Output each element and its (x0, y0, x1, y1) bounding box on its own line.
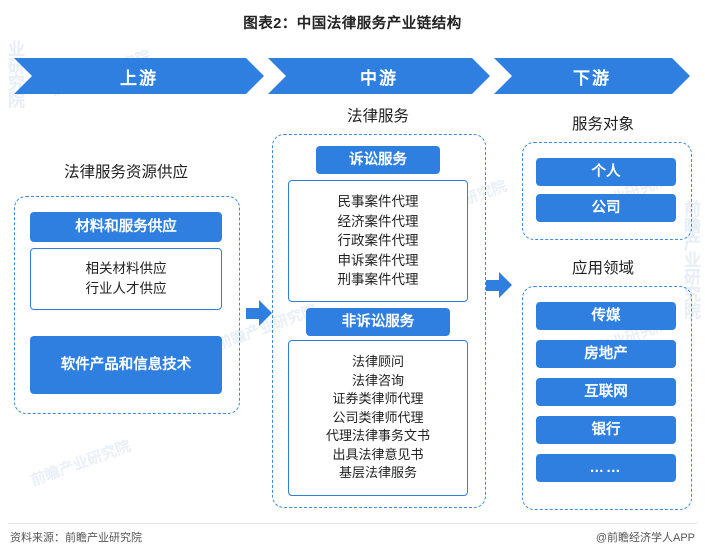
list-item: 行业人才供应 (85, 281, 167, 296)
upstream-box1-title: 材料和服务供应 (30, 212, 222, 242)
list-item: 刑事案件代理 (337, 272, 419, 288)
midstream-heading: 法律服务 (346, 108, 409, 125)
downstream-field-2: 互联网 (536, 378, 676, 406)
list-item: 民事案件代理 (337, 194, 419, 210)
list-item: 相关材料供应 (85, 261, 167, 277)
list-item: 基层法律服务 (338, 465, 417, 481)
upstream-box2-title: 软件产品和信息技术 (30, 336, 222, 394)
stage-banner: 上游 中游 下游 (14, 58, 690, 94)
downstream-heading-fields: 应用领域 (571, 260, 634, 277)
downstream-field-1: 房地产 (536, 340, 676, 368)
upstream-container (14, 196, 240, 414)
footer-divider (8, 523, 697, 524)
watermark-6: 前瞻产业研究院 (28, 437, 134, 490)
list-item: 法律咨询 (351, 372, 404, 388)
downstream-field-4: …… (536, 454, 676, 482)
upstream-box1-list: 相关材料供应 行业人才供应 (30, 248, 222, 310)
downstream-object-0: 个人 (536, 158, 676, 186)
list-item: 申诉案件代理 (337, 252, 419, 268)
arrow-upstream-to-midstream (246, 300, 272, 326)
downstream-field-0: 传媒 (536, 302, 676, 330)
list-item: 经济案件代理 (337, 213, 419, 229)
list-item: 代理法律事务文书 (325, 428, 430, 444)
banner-midstream: 中游 (268, 58, 490, 94)
downstream-objects-container (522, 142, 692, 240)
list-item: 证券类律师代理 (332, 391, 424, 407)
banner-upstream: 上游 (14, 58, 264, 94)
list-item: 行政案件代理 (337, 233, 419, 249)
source-text: 资料来源：前瞻产业研究院 (10, 532, 142, 544)
list-item: 出具法律意见书 (332, 446, 424, 462)
credit-text: @前瞻经济学人APP (595, 532, 695, 544)
list-item: 法律顾问 (351, 354, 404, 370)
banner-downstream: 下游 (494, 58, 690, 94)
list-item: 公司类律师代理 (332, 409, 424, 425)
midstream-container (272, 134, 486, 508)
midstream-group2-title: 非诉讼服务 (306, 308, 450, 336)
midstream-group1-title: 诉讼服务 (316, 146, 440, 174)
upstream-heading: 法律服务资源供应 (63, 164, 188, 181)
midstream-group1-list: 民事案件代理 经济案件代理 行政案件代理 申诉案件代理 刑事案件代理 (288, 180, 468, 302)
midstream-group2-list: 法律顾问 法律咨询 证券类律师代理 公司类律师代理 代理法律事务文书 出具法律意… (288, 340, 468, 496)
downstream-field-3: 银行 (536, 416, 676, 444)
page-title: 图表2：中国法律服务产业链结构 (243, 16, 462, 32)
arrow-midstream-to-downstream (486, 272, 512, 298)
downstream-object-1: 公司 (536, 194, 676, 222)
downstream-fields-container (522, 286, 692, 510)
downstream-heading-objects: 服务对象 (571, 116, 634, 133)
